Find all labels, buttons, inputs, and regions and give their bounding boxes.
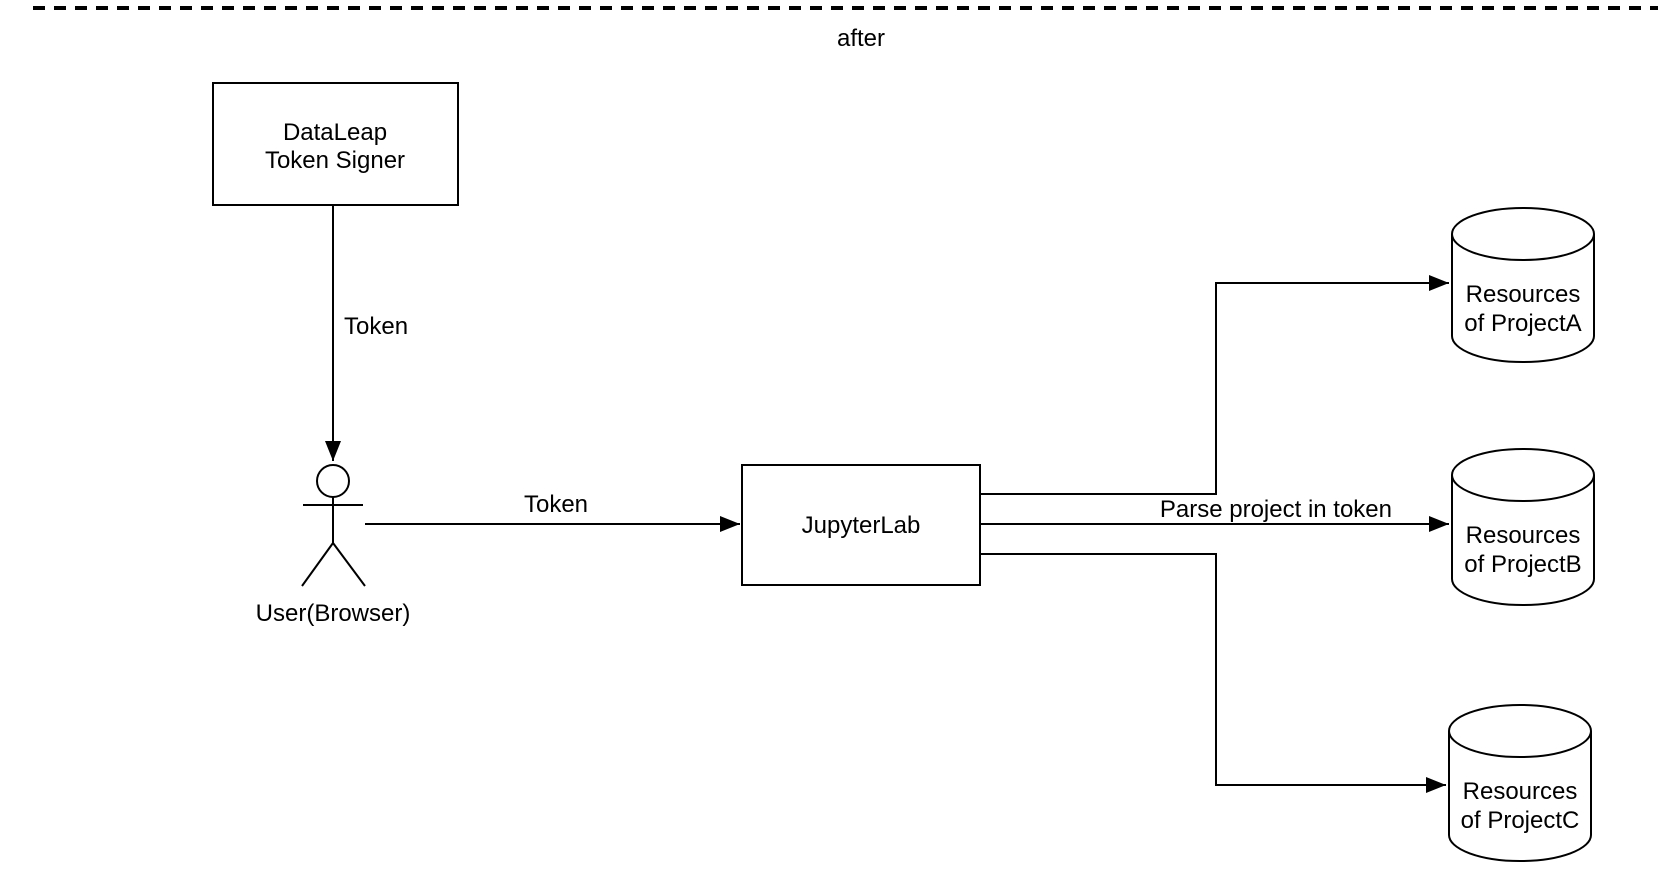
- jupyterlab-box: [741, 464, 981, 586]
- token-signer-label-line1: DataLeap: [283, 119, 387, 146]
- edge-signer-to-user-label: Token: [344, 313, 408, 340]
- project-a-label-line1: Resources: [1466, 281, 1581, 308]
- node-project-b: Resources of ProjectB: [1451, 448, 1595, 606]
- project-b-cylinder-lip: [1451, 474, 1595, 502]
- node-user-actor: User(Browser): [256, 464, 411, 627]
- token-signer-box: [212, 82, 459, 206]
- edge-jupyterlab-to-project-c-arrow: [980, 553, 1446, 793]
- phase-label: after: [837, 25, 885, 52]
- edge-jupyterlab-to-project-a-arrow: [980, 275, 1449, 495]
- project-a-cylinder: [1451, 207, 1595, 363]
- node-project-a: Resources of ProjectA: [1451, 207, 1595, 363]
- token-signer-label-line2: Token Signer: [265, 147, 405, 174]
- project-c-cylinder-lip: [1448, 730, 1592, 758]
- project-c-label-line1: Resources: [1463, 778, 1578, 805]
- project-b-cylinder: [1451, 448, 1595, 606]
- user-label: User(Browser): [256, 600, 411, 627]
- project-c-cylinder: [1448, 704, 1592, 862]
- edge-parse-project-label: Parse project in token: [1160, 496, 1392, 523]
- project-a-cylinder-lip: [1451, 233, 1595, 261]
- node-jupyterlab: JupyterLab: [741, 464, 981, 586]
- project-a-label-line2: of ProjectA: [1464, 310, 1581, 337]
- node-project-c: Resources of ProjectC: [1448, 704, 1592, 862]
- node-token-signer: DataLeap Token Signer: [212, 82, 459, 206]
- actor-head: [316, 464, 350, 498]
- actor-legs: [301, 541, 366, 587]
- project-b-label-line1: Resources: [1466, 522, 1581, 549]
- edge-user-to-jupyterlab-label: Token: [524, 491, 588, 518]
- project-b-label-line2: of ProjectB: [1464, 551, 1581, 578]
- project-c-label-line2: of ProjectC: [1461, 807, 1580, 834]
- jupyterlab-label: JupyterLab: [802, 512, 921, 539]
